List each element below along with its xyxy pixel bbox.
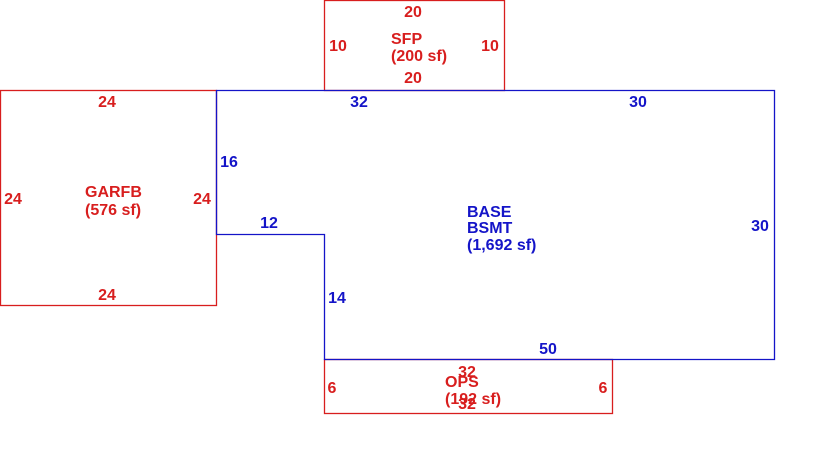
base-dim-left-upper: 16 xyxy=(220,154,238,171)
base-subname: BSMT xyxy=(467,220,513,237)
sfp-dim-left: 10 xyxy=(329,38,347,55)
base-dim-right: 30 xyxy=(751,218,769,235)
base-area: (1,692 sf) xyxy=(467,237,536,254)
garfb-dim-right: 24 xyxy=(193,191,211,208)
garfb-dim-top: 24 xyxy=(98,94,116,111)
base-name: BASE xyxy=(467,204,512,221)
sfp-dim-top: 20 xyxy=(404,4,422,21)
garfb-area: (576 sf) xyxy=(85,202,141,219)
sfp-dim-bottom: 20 xyxy=(404,70,422,87)
base-outline xyxy=(215,89,776,361)
ops-dim-left: 6 xyxy=(328,380,337,397)
base-dim-top-left: 32 xyxy=(350,94,368,111)
garfb-dim-left: 24 xyxy=(4,191,22,208)
garfb-dim-bottom: 24 xyxy=(98,287,116,304)
sfp-area: (200 sf) xyxy=(391,48,447,65)
base-dim-bottom: 50 xyxy=(539,341,557,358)
base-dim-top-right: 30 xyxy=(629,94,647,111)
ops-dim-top: 32 xyxy=(458,364,476,381)
ops-area: (192 sf) xyxy=(445,391,501,408)
sfp-name: SFP xyxy=(391,31,422,48)
base-dim-left-lower: 14 xyxy=(328,290,346,307)
garfb-name: GARFB xyxy=(85,184,142,201)
ops-dim-right: 6 xyxy=(599,380,608,397)
base-dim-step: 12 xyxy=(260,215,278,232)
sfp-dim-right: 10 xyxy=(481,38,499,55)
ops-name: OPS xyxy=(445,374,479,391)
ops-dim-bottom: 32 xyxy=(458,396,476,413)
